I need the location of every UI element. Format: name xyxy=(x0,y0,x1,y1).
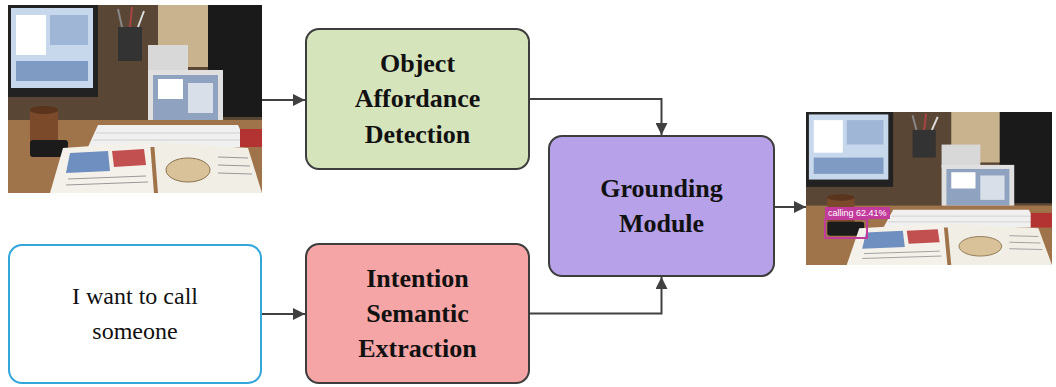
module-box: Grounding Module xyxy=(548,135,775,277)
process-box: Object Affordance Detection xyxy=(305,28,530,170)
input-photo xyxy=(8,5,262,193)
box-label: Object Affordance Detection xyxy=(333,46,503,151)
input-text-box: I want to call someone xyxy=(8,244,262,384)
detection-box xyxy=(825,219,867,238)
flow-arrow xyxy=(530,99,662,135)
output-arrow xyxy=(775,206,806,208)
flow-arrow xyxy=(530,277,662,314)
box-label: Intention Semantic Extraction xyxy=(333,261,503,366)
process-box: Intention Semantic Extraction xyxy=(305,243,530,384)
image-arrow xyxy=(262,99,305,101)
box-label: Grounding Module xyxy=(577,171,747,241)
box-label: I want to call someone xyxy=(48,279,223,349)
flow-arrow xyxy=(262,313,305,315)
detection-label: calling 62.41% xyxy=(825,207,890,219)
output-photo xyxy=(806,112,1052,265)
